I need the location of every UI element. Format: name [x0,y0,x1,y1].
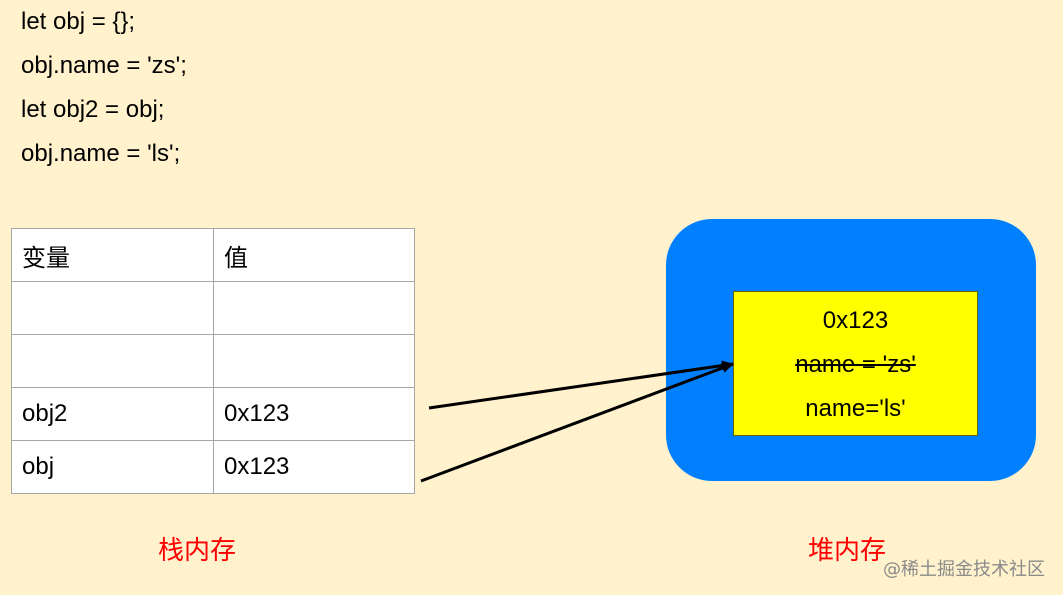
stack-cell-value [213,334,415,388]
watermark: @稀土掘金技术社区 [883,559,1045,580]
stack-cell-value [213,281,415,335]
stack-cell-variable [11,334,214,388]
stack-row [11,334,415,388]
stack-caption: 栈内存 [158,536,237,566]
heap-old-property: name = 'zs' [795,351,916,378]
stack-row-obj2: obj2 0x123 [11,387,415,441]
stack-header-row: 变量 值 [11,228,415,282]
heap-object: 0x123 name = 'zs' name='ls' [733,291,978,436]
stack-cell-value: 0x123 [213,440,415,494]
stack-header-value: 值 [213,228,415,282]
heap-new-property: name='ls' [805,395,906,422]
stack-row-obj: obj 0x123 [11,440,415,494]
code-line-3: let obj2 = obj; [21,96,165,123]
stack-cell-variable: obj [11,440,214,494]
stack-table: 变量 值 obj2 0x123 obj 0x123 [11,228,415,494]
code-line-2: obj.name = 'zs'; [21,52,187,79]
heap-address: 0x123 [822,307,889,334]
code-line-4: obj.name = 'ls'; [21,140,181,167]
code-line-1: let obj = {}; [21,8,136,35]
stack-cell-value: 0x123 [213,387,415,441]
stack-row [11,281,415,335]
heap-caption: 堆内存 [808,536,887,566]
arrow-obj2-to-heap [428,360,734,410]
arrow-obj-to-heap [420,362,734,483]
